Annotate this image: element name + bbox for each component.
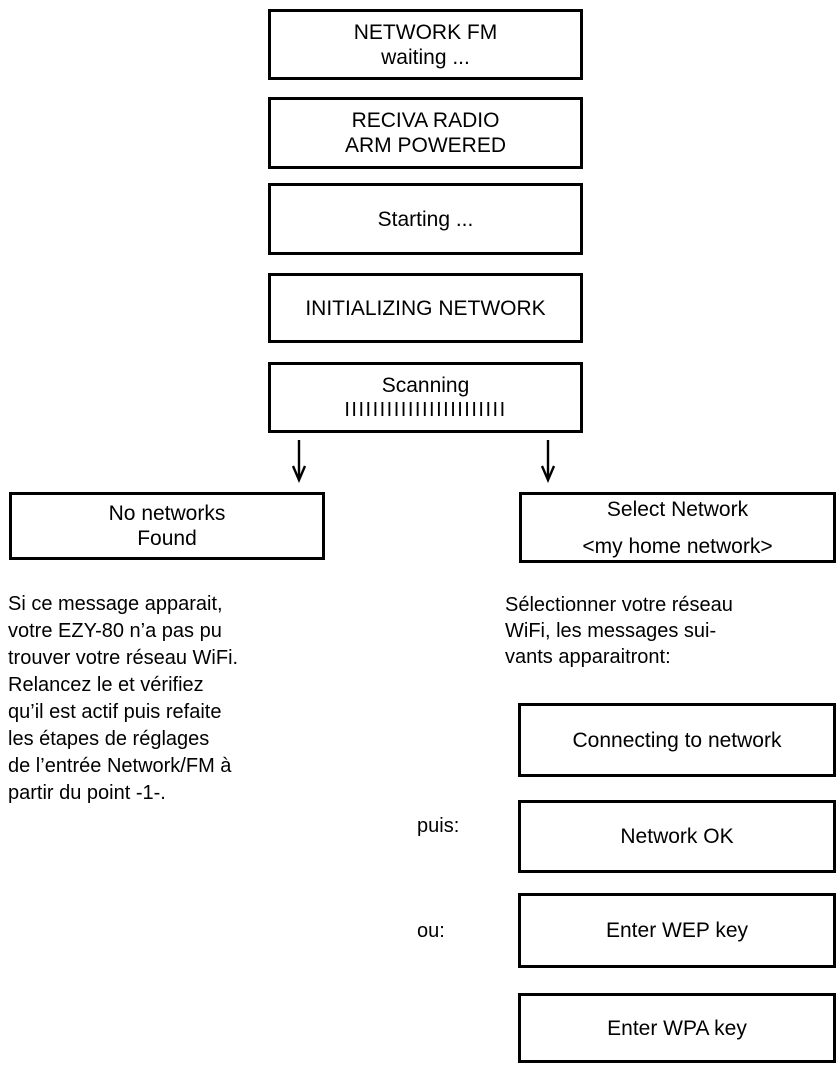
display-box-scanning: Scanning IIIIIIIIIIIIIIIIIIIIIII [268,362,583,433]
display-line: RECIVA RADIO [351,109,500,132]
note-line: votre EZY-80 n’a pas pu [8,620,222,642]
label-puis: puis: [417,815,460,837]
display-line: Enter WPA key [607,1016,747,1040]
display-line: Select Network [606,497,749,521]
display-box-enter-wpa-key: Enter WPA key [518,993,836,1063]
display-box-network-ok: Network OK [518,800,836,873]
note-line: les étapes de réglages [8,728,210,750]
display-box-enter-wep-key: Enter WEP key [518,893,836,968]
display-line: waiting ... [381,45,470,69]
display-line: Enter WEP key [606,919,748,942]
display-box-select-network: Select Network <my home network> [519,492,836,563]
display-line: Network OK [620,825,734,848]
note-line: Si ce message apparait, [8,593,223,615]
note-line: qu’il est actif puis refaite [8,701,222,723]
display-line: No networks [108,502,226,525]
display-box-reciva-radio: RECIVA RADIO ARM POWERED [268,97,583,169]
display-line: ARM POWERED [344,134,506,157]
select-network-explanation-text: Sélectionner votre réseau WiFi, les mess… [505,592,790,670]
note-line: WiFi, les messages sui- [505,620,717,642]
note-line: partir du point -1-. [8,782,166,804]
down-arrow-right-icon [540,439,556,483]
label-ou: ou: [417,920,445,942]
note-line: trouver votre réseau WiFi. [8,647,239,669]
note-line: Sélectionner votre réseau [505,594,733,616]
note-line: vants apparaitront: [505,646,671,668]
display-box-network-fm: NETWORK FM waiting ... [268,9,583,80]
no-networks-explanation-text: Si ce message apparait, votre EZY-80 n’a… [8,591,266,807]
display-line: <my home network> [582,534,773,558]
scanning-progress-bars: IIIIIIIIIIIIIIIIIIIIIII [344,398,507,421]
down-arrow-left-icon [291,439,307,483]
display-line: INITIALIZING NETWORK [305,296,546,320]
note-line: Relancez le et vérifiez [8,674,204,696]
display-line: Starting ... [377,207,474,231]
display-line: Connecting to network [572,728,782,752]
display-line: Found [137,527,197,550]
note-line: de l’entrée Network/FM à [8,755,232,777]
display-box-starting: Starting ... [268,183,583,255]
display-line: NETWORK FM [353,20,498,44]
display-box-connecting-to-network: Connecting to network [518,703,836,777]
display-box-initializing-network: INITIALIZING NETWORK [268,273,583,343]
display-box-no-networks-found: No networks Found [9,492,325,560]
display-line: Scanning [381,373,470,397]
